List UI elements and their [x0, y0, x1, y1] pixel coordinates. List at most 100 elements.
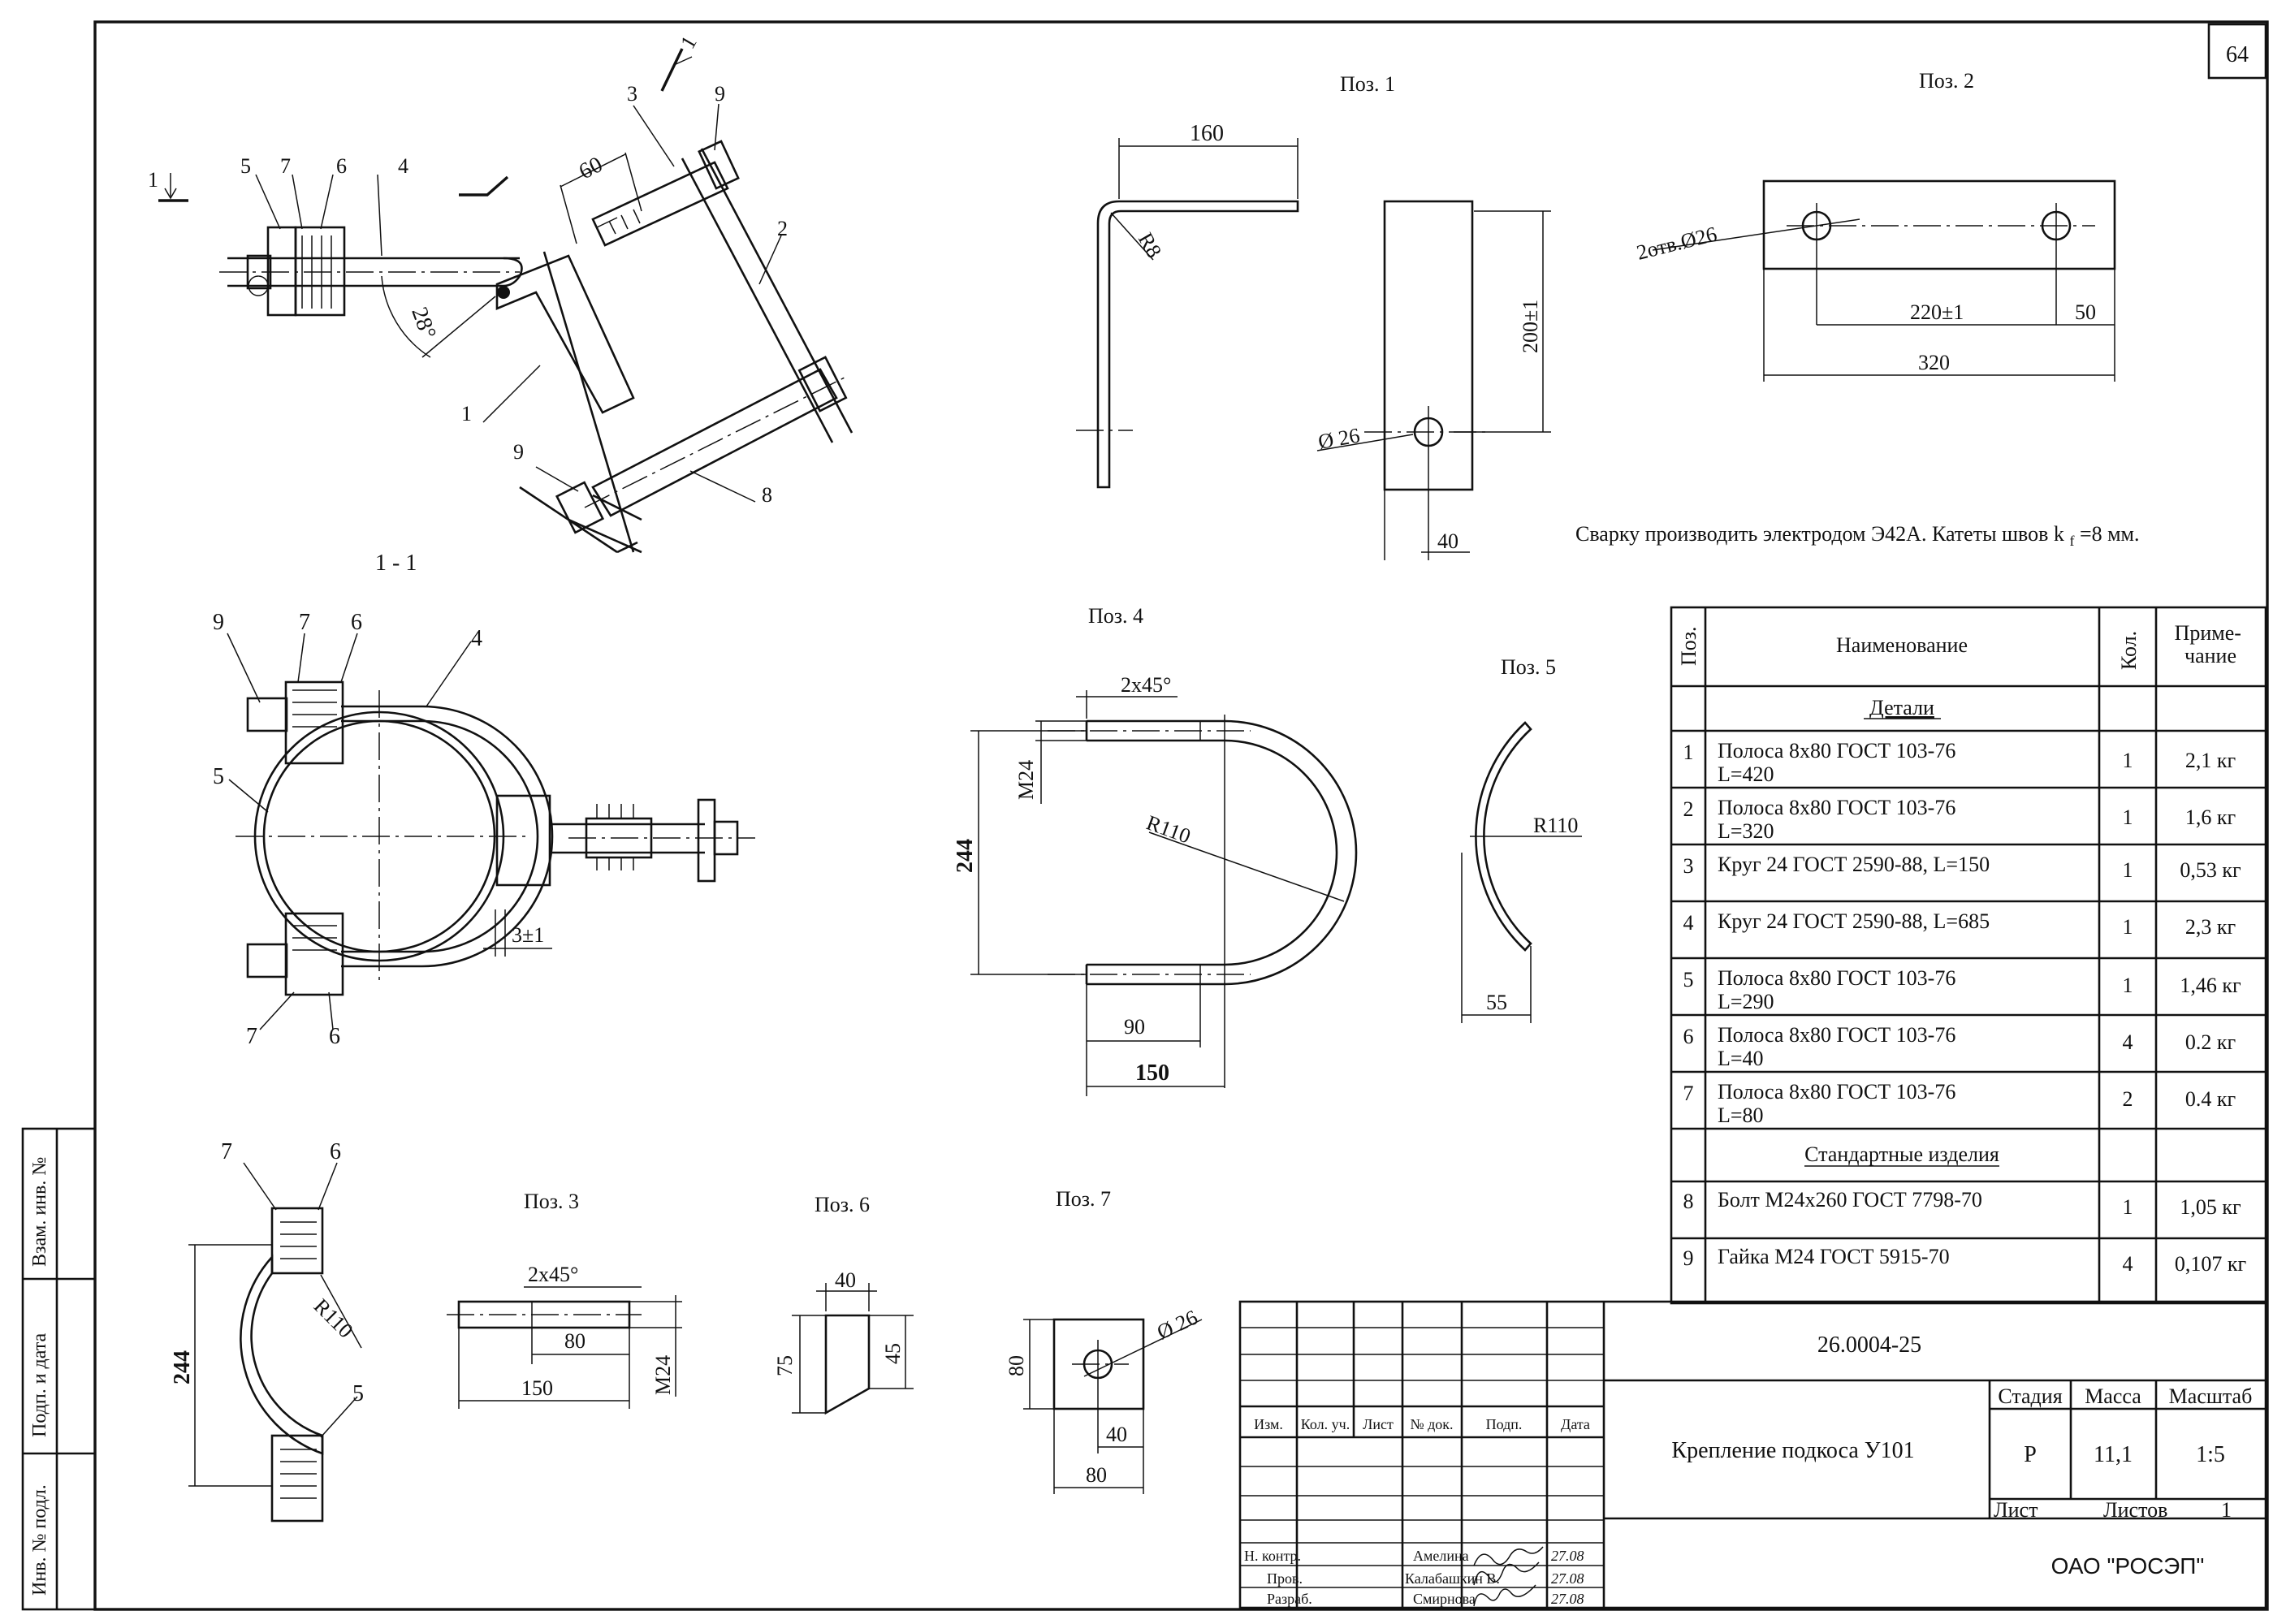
pos6-title: Поз. 6 — [815, 1193, 870, 1216]
spec-row: 7 Полоса 8х80 ГОСТ 103-76 L=80 2 0.4 кг — [1683, 1080, 2236, 1127]
spec-row-qty: 4 — [2123, 1030, 2133, 1054]
spec-row-pos: 3 — [1683, 854, 1694, 878]
tb-person: Амелина — [1413, 1548, 1469, 1564]
pos3-view: Поз. 3 2x45° 80 M24 150 — [447, 1190, 682, 1409]
pos7-title: Поз. 7 — [1056, 1187, 1111, 1211]
section-callout-6-bottom: 6 — [329, 1024, 340, 1049]
spec-row-pos: 2 — [1683, 797, 1694, 821]
tb-date: 27.08 — [1551, 1548, 1584, 1564]
spec-row-qty: 1 — [2123, 806, 2133, 829]
spec-row-name: Полоса 8х80 ГОСТ 103-76 — [1718, 966, 1955, 990]
saddle-height: 244 — [170, 1350, 195, 1384]
pos3-title: Поз. 3 — [524, 1190, 579, 1213]
pos7-offset: 40 — [1106, 1423, 1127, 1446]
callout-9-bottom: 9 — [513, 440, 524, 464]
saddle-callout-6: 6 — [330, 1139, 341, 1164]
spec-row-pos: 5 — [1683, 968, 1694, 991]
spec-row-name: Болт М24х260 ГОСТ 7798-70 — [1718, 1188, 1982, 1212]
section-callout-7-bottom: 7 — [246, 1024, 257, 1049]
assembly-dim-60: 60 — [575, 152, 607, 184]
spec-row-note: 2,1 кг — [2185, 749, 2236, 772]
section-callout-6: 6 — [351, 610, 362, 635]
assembly-view: 1 1 — [148, 32, 853, 554]
pos1-dim-40: 40 — [1437, 529, 1458, 553]
tb-col-date: Дата — [1561, 1416, 1590, 1432]
spec-row-note: 0,107 кг — [2175, 1252, 2246, 1276]
section-title: 1 - 1 — [375, 551, 417, 576]
welding-note-sub: f — [2069, 533, 2074, 549]
tb-role: Разраб. — [1267, 1591, 1312, 1607]
pos6-dim-right: 45 — [881, 1343, 905, 1364]
side-stamp-sign-date: Подп. и дата — [29, 1332, 50, 1437]
pos4-chamfer: 2x45° — [1121, 673, 1171, 697]
spec-row-qty: 1 — [2123, 1195, 2133, 1219]
pos2-dim-50: 50 — [2075, 300, 2096, 324]
spec-header-pos: Поз. — [1677, 626, 1700, 666]
spec-row: 3 Круг 24 ГОСТ 2590-88, L=150 1 0,53 кг — [1683, 853, 2241, 882]
spec-header-note-line2: чание — [2184, 644, 2236, 667]
spec-row: 6 Полоса 8х80 ГОСТ 103-76 L=40 4 0.2 кг — [1683, 1023, 2236, 1070]
saddle-radius: R110 — [309, 1294, 358, 1343]
pos4-height: 244 — [953, 839, 978, 873]
callout-4: 4 — [398, 154, 408, 178]
spec-header-note-line1: Приме- — [2175, 621, 2241, 645]
signature-2 — [1473, 1561, 1540, 1586]
spec-row: 5 Полоса 8х80 ГОСТ 103-76 L=290 1 1,46 к… — [1683, 966, 2241, 1013]
pos6-dim-top: 40 — [835, 1268, 856, 1292]
callout-9-top: 9 — [715, 82, 725, 106]
callout-2: 2 — [777, 217, 788, 240]
pos5-depth: 55 — [1486, 991, 1507, 1014]
pos4-width: 150 — [1135, 1060, 1169, 1086]
section-callout-5: 5 — [213, 764, 224, 789]
tb-person: Смирнова — [1413, 1591, 1476, 1607]
cut-mark-right: 1 — [676, 32, 702, 53]
tb-role: Пров. — [1267, 1570, 1303, 1587]
spec-row-note: 1,05 кг — [2180, 1195, 2241, 1219]
spec-row-note: 1,46 кг — [2180, 974, 2241, 997]
callout-6: 6 — [336, 154, 347, 178]
spec-row-name: Круг 24 ГОСТ 2590-88, L=685 — [1718, 909, 1990, 933]
pos4-thread: M24 — [1014, 760, 1038, 800]
spec-row: 9 Гайка М24 ГОСТ 5915-70 4 0,107 кг — [1683, 1245, 2247, 1276]
pos7-height: 80 — [1005, 1355, 1028, 1376]
spec-row-qty: 1 — [2123, 974, 2133, 997]
tb-col-sign: Подп. — [1486, 1416, 1523, 1432]
spec-row-pos: 7 — [1683, 1082, 1694, 1105]
pos5-view: Поз. 5 R110 55 — [1461, 655, 1582, 1023]
tb-date: 27.08 — [1551, 1591, 1584, 1607]
pos7-view: Поз. 7 Ø 26 80 40 80 — [1005, 1187, 1203, 1494]
tb-col-list: Лист — [1363, 1416, 1394, 1432]
callout-3: 3 — [627, 82, 637, 106]
pos7-width: 80 — [1086, 1463, 1107, 1487]
pos3-thread-len: 80 — [564, 1329, 586, 1353]
spec-row-name2: L=40 — [1718, 1047, 1764, 1070]
tb-person: Калабашкин В. — [1405, 1570, 1500, 1587]
spec-row-name: Полоса 8х80 ГОСТ 103-76 — [1718, 1023, 1955, 1047]
spec-row-note: 1,6 кг — [2185, 806, 2236, 829]
callout-8: 8 — [762, 483, 772, 507]
spec-row-name: Круг 24 ГОСТ 2590-88, L=150 — [1718, 853, 1990, 876]
tb-col-doc: № док. — [1410, 1416, 1453, 1432]
welding-note-main: Сварку производить электродом Э42А. Кате… — [1575, 522, 2064, 546]
pos3-chamfer: 2x45° — [528, 1263, 578, 1286]
spec-table: Поз. Наименование Кол. Приме- чание Дета… — [1670, 606, 2267, 1305]
tb-role: Н. контр. — [1244, 1548, 1301, 1564]
spec-row-pos: 8 — [1683, 1190, 1694, 1213]
saddle-callout-7: 7 — [221, 1139, 232, 1164]
doc-code: 26.0004-25 — [1817, 1332, 1921, 1358]
spec-header-name: Наименование — [1836, 633, 1968, 657]
pos2-dim-220: 220±1 — [1910, 300, 1964, 324]
spec-row-note: 0,53 кг — [2180, 858, 2241, 882]
spec-row: 1 Полоса 8х80 ГОСТ 103-76 L=420 1 2,1 кг — [1683, 739, 2236, 786]
pos3-thread: M24 — [651, 1355, 675, 1395]
spec-group-details: Детали — [1869, 696, 1934, 719]
pos3-len: 150 — [521, 1376, 553, 1400]
callout-1: 1 — [461, 402, 472, 425]
spec-row-name2: L=80 — [1718, 1104, 1764, 1127]
spec-row: 8 Болт М24х260 ГОСТ 7798-70 1 1,05 кг — [1683, 1188, 2241, 1219]
callout-5: 5 — [240, 154, 251, 178]
sheets-label: Листов — [2103, 1498, 2167, 1522]
side-stamp: Взам. инв. № Подп. и дата Инв. № подл. — [21, 1127, 97, 1611]
tb-date: 27.08 — [1551, 1570, 1584, 1587]
